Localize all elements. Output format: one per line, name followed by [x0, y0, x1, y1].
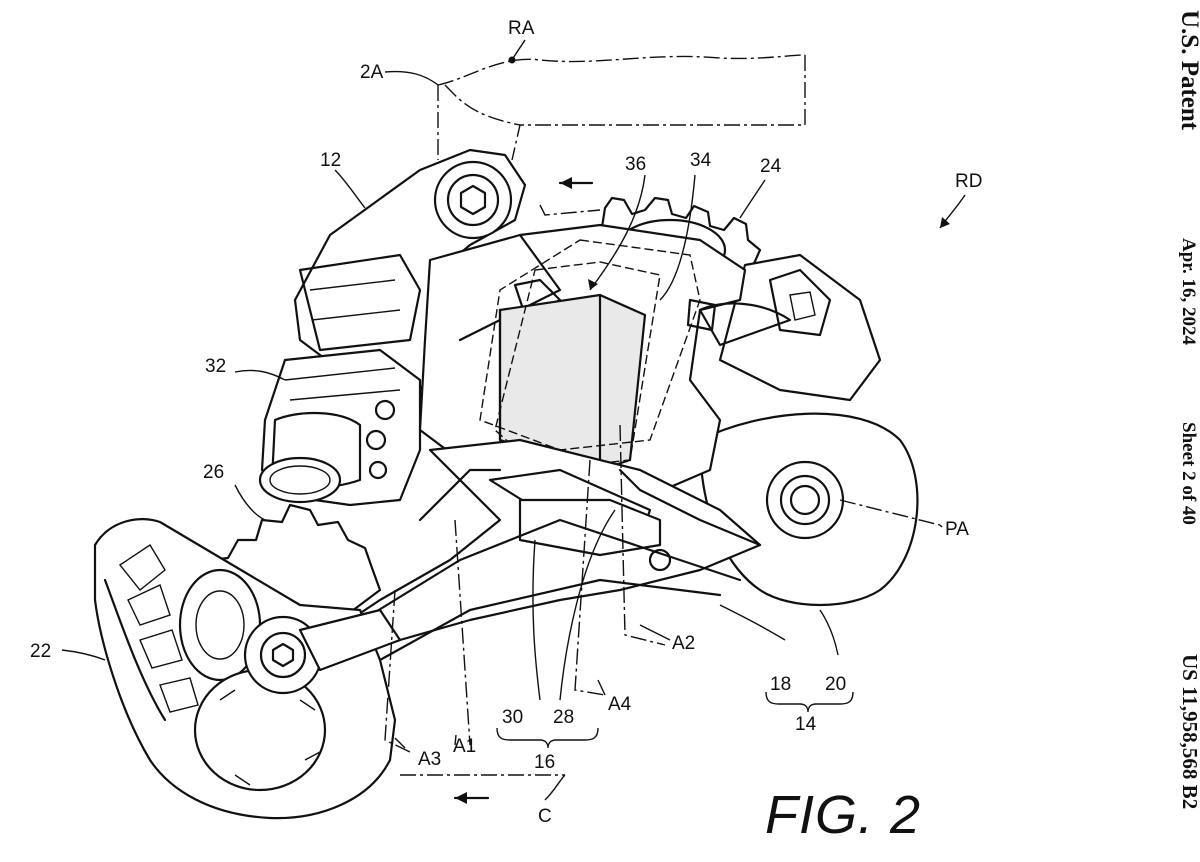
base-member-12: [293, 148, 527, 397]
label-32: 32: [205, 356, 226, 377]
label-2a: 2A: [360, 62, 384, 83]
axis-a3: [384, 589, 411, 753]
label-20: 20: [825, 674, 846, 695]
axis-a1: [454, 519, 471, 746]
label-28: 28: [553, 707, 574, 728]
header-date: Apr. 16, 2024: [1178, 238, 1199, 345]
patent-header: U.S. Patent Apr. 16, 2024 Sheet 2 of 40 …: [1176, 10, 1200, 809]
figure-label: FIG. 2: [765, 785, 921, 845]
label-22: 22: [30, 641, 51, 662]
direction-arrows: [453, 177, 594, 804]
label-14: 14: [795, 714, 817, 735]
label-36: 36: [625, 154, 646, 175]
label-a2: A2: [672, 633, 695, 654]
label-ra: RA: [508, 18, 535, 39]
axes: [384, 204, 941, 776]
header-publisher: U.S. Patent: [1176, 10, 1200, 131]
reference-numerals: RA 2A 12 36 34 24 RD 32 26 PA 22 A2 A4 A…: [30, 18, 982, 827]
label-a3: A3: [418, 749, 441, 770]
label-a1: A1: [453, 736, 476, 757]
leader-lines: [61, 39, 966, 801]
label-30: 30: [502, 707, 523, 728]
chain-guide-22: [93, 518, 402, 820]
pivot-pa-outer: [765, 460, 845, 540]
label-16: 16: [534, 752, 555, 773]
group-braces: [496, 691, 854, 749]
pulley-20: [698, 412, 919, 607]
label-a4: A4: [608, 694, 632, 715]
label-24: 24: [760, 156, 782, 177]
motor-unit-32: [258, 348, 422, 507]
frame-outline: [437, 54, 806, 161]
header-patent-number: US 11,958,568 B2: [1178, 654, 1200, 809]
label-12: 12: [320, 150, 341, 171]
axis-a2: [619, 424, 666, 646]
axis-a4: [574, 459, 606, 696]
label-c: C: [538, 806, 552, 827]
linkage-16: [318, 438, 762, 662]
label-18: 18: [770, 674, 791, 695]
header-sheet: Sheet 2 of 40: [1178, 422, 1199, 525]
housing-34: [418, 223, 792, 502]
label-pa: PA: [945, 519, 969, 540]
label-26: 26: [203, 462, 224, 483]
label-rd: RD: [955, 171, 982, 192]
right-bracket: [718, 253, 882, 402]
label-34: 34: [690, 150, 712, 171]
